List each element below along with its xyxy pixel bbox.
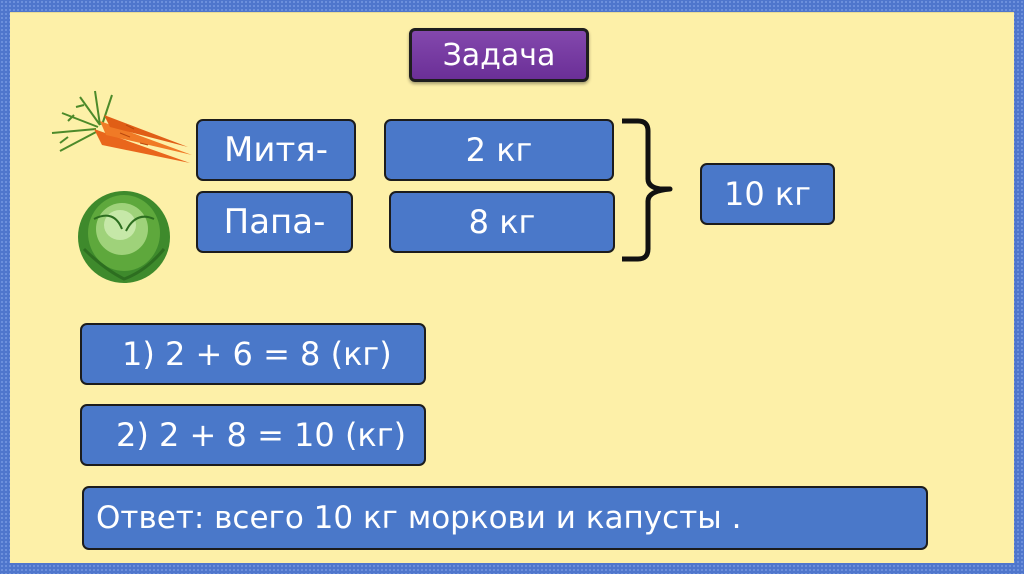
grouping-brace xyxy=(622,118,673,262)
name-papa-box: Папа- xyxy=(196,191,353,253)
answer-box: Ответ: всего 10 кг моркови и капусты . xyxy=(82,486,928,550)
cabbage-icon xyxy=(78,191,170,283)
solution-step-2: 2) 2 + 8 = 10 (кг) xyxy=(80,404,426,466)
carrot-icon xyxy=(51,90,192,163)
amount-mitya-box: 2 кг xyxy=(384,119,614,181)
amount-papa-box: 8 кг xyxy=(389,191,615,253)
solution-step-1: 1) 2 + 6 = 8 (кг) xyxy=(80,323,426,385)
name-mitya-box: Митя- xyxy=(196,119,356,181)
slide: Задача Митя- 2 кг Папа- 8 кг 10 кг 1) 2 … xyxy=(10,12,1014,563)
task-title: Задача xyxy=(409,28,589,82)
total-box: 10 кг xyxy=(700,163,835,225)
